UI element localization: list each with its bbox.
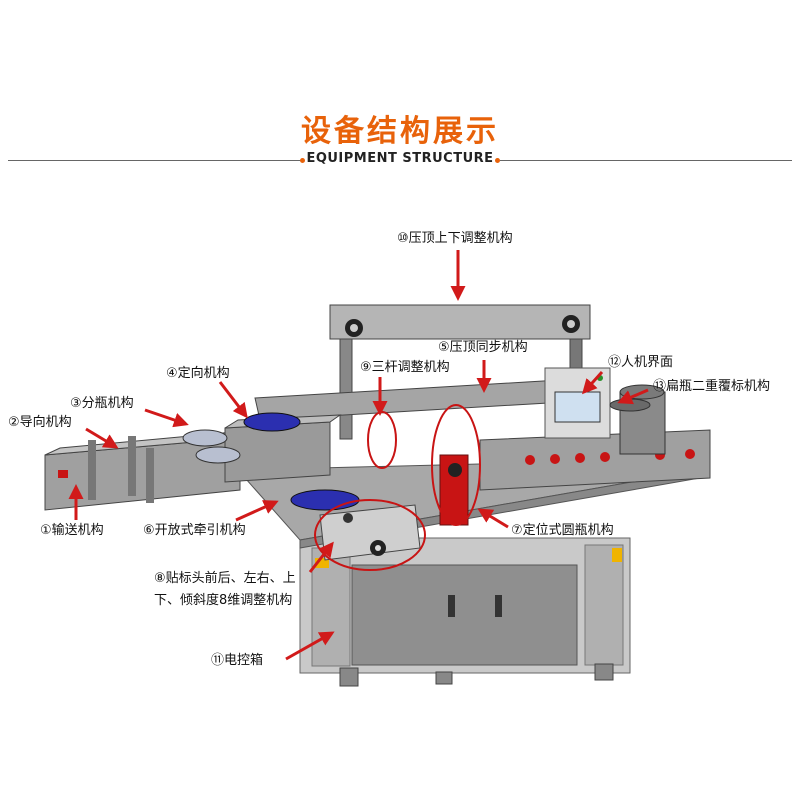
title-rule-left [8, 160, 303, 161]
label-round-bottle-positioning: ⑦定位式圆瓶机构 [511, 523, 614, 538]
electrical-cabinet [299, 537, 631, 687]
round-bottle-positioning [439, 454, 469, 526]
label-conveyor: ①输送机构 [40, 523, 104, 538]
label-press-sync: ⑤压顶同步机构 [438, 340, 528, 355]
label-flat-bottle-relabel: ⑬扁瓶二重覆标机构 [653, 379, 771, 394]
separation-wheels [182, 412, 360, 511]
labeling-head [319, 504, 421, 561]
label-guide: ②导向机构 [8, 415, 72, 430]
title-rule-right [500, 160, 792, 161]
callout-arrows [68, 250, 649, 661]
label-press-top-adjust: ⑩压顶上下调整机构 [397, 231, 513, 246]
highlight-ellipses [314, 404, 481, 571]
label-three-rod-adjust: ⑨三杆调整机构 [360, 360, 450, 375]
title-rule-dot-left [300, 158, 305, 163]
page-title: 设备结构展示 [301, 114, 499, 149]
label-labeling-head-adjust: ⑧贴标头前后、左右、上下、倾斜度8维调整机构 [154, 571, 296, 608]
label-bottle-separator: ③分瓶机构 [70, 396, 134, 411]
label-open-traction: ⑥开放式牵引机构 [143, 523, 246, 538]
page-subtitle: EQUIPMENT STRUCTURE [306, 151, 494, 166]
title-rule-dot-right [495, 158, 500, 163]
label-orientation: ④定向机构 [166, 366, 230, 381]
top-gantry [329, 304, 591, 440]
flat-bottle-relabel [609, 384, 666, 455]
label-hmi: ⑫人机界面 [608, 355, 674, 370]
label-electric-cabinet: ⑪电控箱 [211, 653, 264, 668]
